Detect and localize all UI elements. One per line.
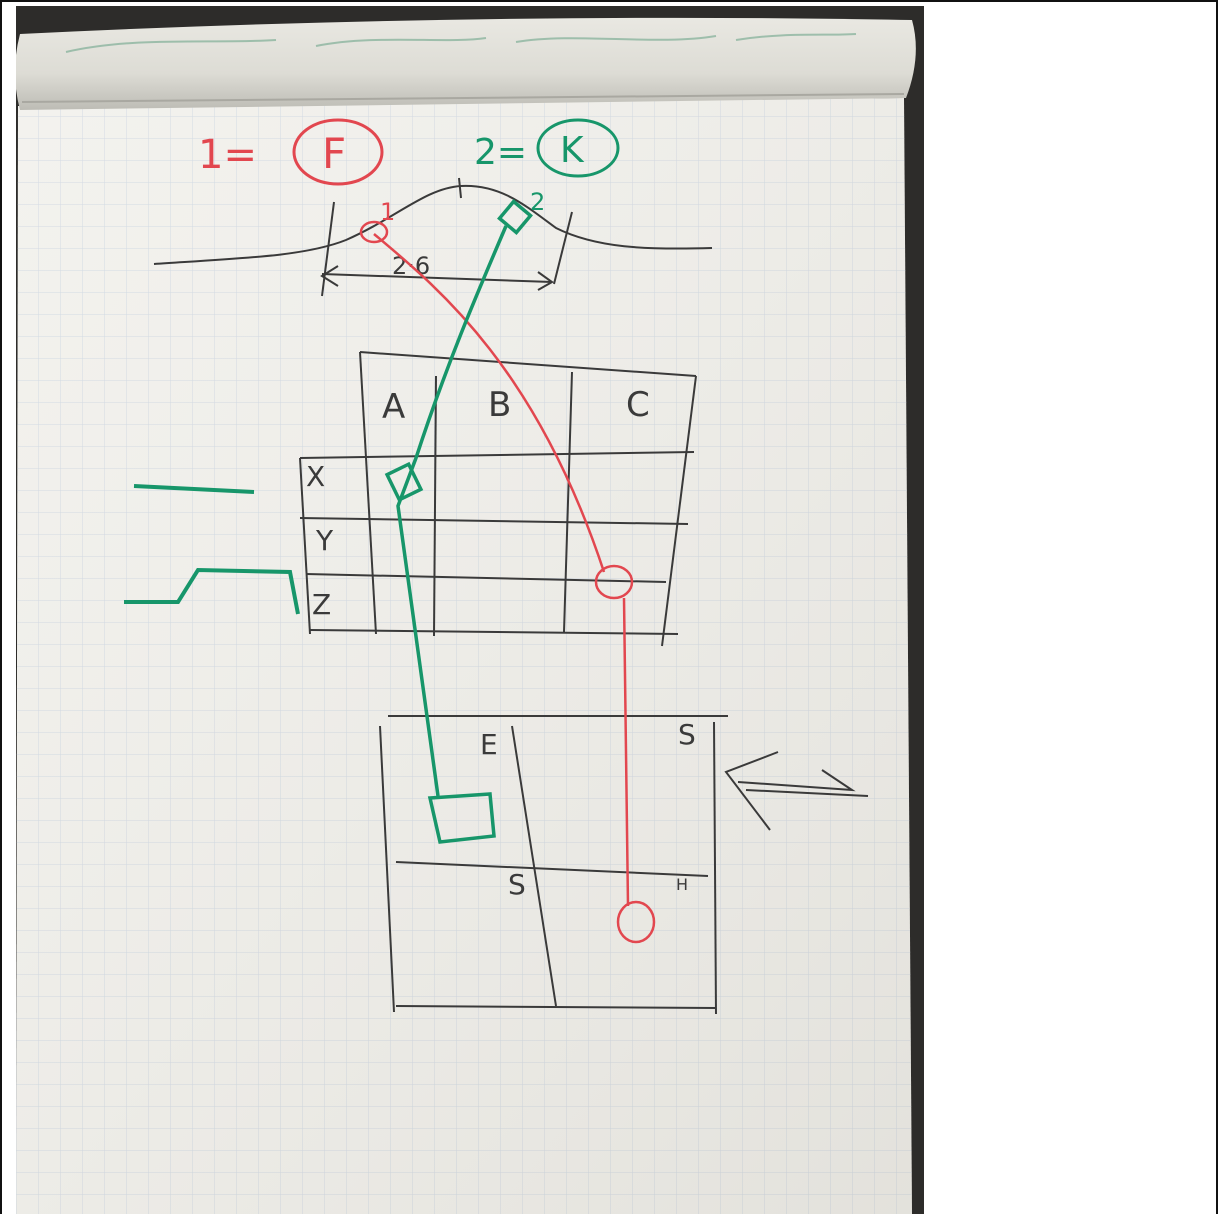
column-b: B [488, 385, 511, 425]
marker-1-label: 1 [380, 198, 395, 226]
flipchart-roll [16, 17, 916, 110]
red-path [359, 220, 656, 944]
green-side-strokes [124, 484, 300, 615]
column-c: C [626, 385, 650, 425]
cell-s-top: S [678, 718, 696, 751]
green-square-mid [384, 461, 424, 503]
lower-grid: E S S H [379, 715, 728, 1015]
legend-2-circle [536, 118, 620, 178]
legend-1-circle [292, 118, 384, 186]
legend-2-value: K [560, 130, 585, 171]
matrix: A B C X Y Z [299, 351, 697, 647]
green-path [384, 199, 533, 844]
bell-curve: 2·6 [153, 177, 713, 297]
cell-e: E [480, 728, 498, 761]
legend-1-value: F [322, 129, 346, 178]
cell-h: H [676, 875, 688, 894]
green-square-bottom [427, 792, 496, 844]
cell-s-bottom: S [508, 868, 526, 901]
legend: 1= F 2= K [198, 118, 620, 186]
legend-1-key: 1= [198, 132, 257, 178]
red-end-circle [616, 900, 656, 944]
legend-2-key: 2= [474, 132, 527, 173]
row-z: Z [312, 588, 331, 621]
column-a: A [382, 387, 405, 427]
green-square-top [497, 199, 533, 235]
flipchart-photo: 1= F 2= K 2·6 A B C X Y Z [16, 6, 924, 1214]
paper-sheet [16, 98, 912, 1214]
arrow-left-icon [724, 751, 869, 831]
row-x: X [306, 460, 325, 493]
row-y: Y [315, 524, 334, 557]
marker-2-label: 2 [530, 188, 545, 216]
